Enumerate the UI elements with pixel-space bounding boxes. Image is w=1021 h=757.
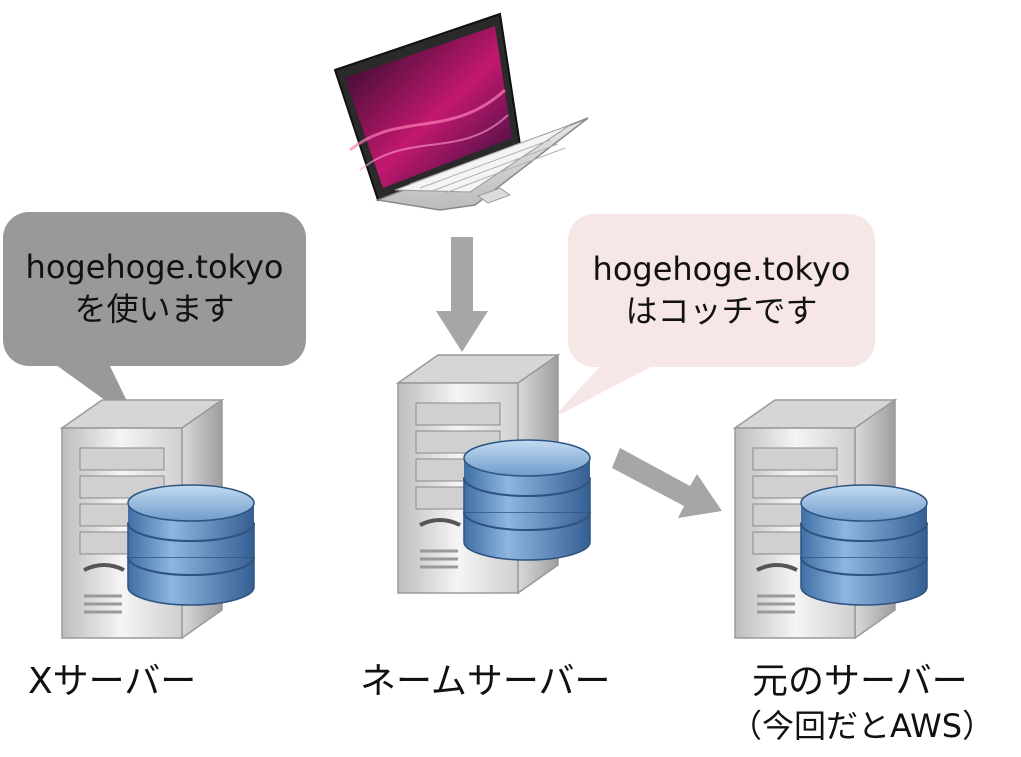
database-icon	[127, 484, 255, 606]
bubble-left-line2: を使います	[74, 290, 235, 328]
x-server-label: Xサーバー	[28, 661, 197, 702]
arrow-right-icon	[612, 448, 722, 518]
origin-server-sublabel: （今回だとAWS）	[730, 707, 995, 745]
speech-bubble-right	[553, 214, 875, 418]
arrow-down-icon	[436, 237, 488, 352]
bubble-left-text: hogehoge.tokyo を使います	[3, 246, 306, 330]
bubble-right-text: hogehoge.tokyo はコッチです	[568, 248, 875, 332]
bubble-left-line1: hogehoge.tokyo	[25, 248, 284, 286]
origin-server-label: 元のサーバー	[752, 661, 968, 702]
laptop-icon	[333, 12, 589, 211]
bubble-right-line1: hogehoge.tokyo	[592, 250, 851, 288]
bubble-right-line2: はコッチです	[625, 292, 818, 330]
database-icon	[463, 439, 591, 561]
name-server-label: ネームサーバー	[360, 661, 611, 702]
name-server-icon	[396, 353, 591, 595]
x-server-icon	[60, 398, 255, 640]
database-icon	[800, 484, 928, 606]
origin-server-icon	[733, 398, 928, 640]
